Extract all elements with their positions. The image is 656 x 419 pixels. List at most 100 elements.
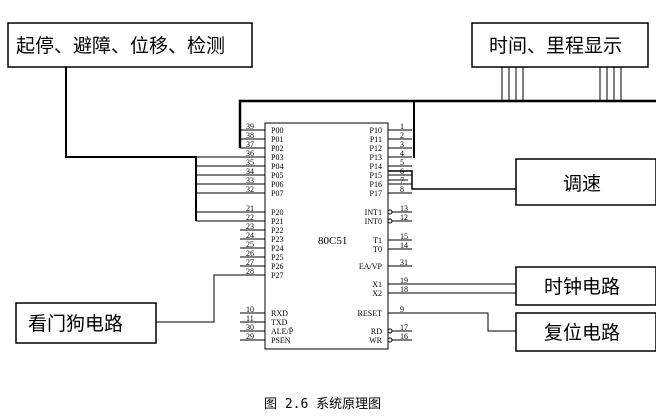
- pin-name: T0: [373, 245, 382, 254]
- right-pin: 13 INT1: [365, 204, 412, 217]
- speed-label: 调速: [563, 173, 601, 195]
- pin-name: RESET: [358, 309, 383, 318]
- pin-name: TXD: [271, 318, 288, 327]
- pin-name: P15: [370, 171, 382, 180]
- clock-label: 时钟电路: [544, 276, 620, 298]
- pin-bubble: [387, 328, 393, 334]
- pin-name: P14: [370, 162, 382, 171]
- speed-box: [515, 158, 656, 206]
- pin-number: 25: [246, 240, 254, 249]
- pin-number: 5: [400, 158, 404, 167]
- pin-number: 22: [246, 213, 254, 222]
- pin-name: P26: [271, 262, 283, 271]
- pin-number: 9: [400, 305, 404, 314]
- left-pin: 25 P24: [240, 240, 283, 253]
- start-stop-box: [7, 22, 253, 68]
- pin-number: 35: [246, 158, 254, 167]
- pin-name: P27: [271, 271, 283, 280]
- pin-number: 3: [400, 140, 404, 149]
- pin-name: P03: [271, 153, 283, 162]
- right-pin: 8 P17: [370, 185, 412, 198]
- left-pin: 35 P04: [240, 158, 283, 171]
- right-pin-group: 1P102P113P124P135P146P157P168P1713INT112…: [358, 122, 412, 345]
- start-stop-bus: [65, 67, 197, 221]
- pin-number: 26: [246, 249, 254, 258]
- figure-caption: 图 2.6 系统原理图: [264, 397, 381, 412]
- pin-number: 14: [400, 241, 408, 250]
- pin-number: 11: [246, 314, 254, 323]
- pin-number: 28: [246, 267, 254, 276]
- pin-name: P06: [271, 180, 283, 189]
- chip-body: [264, 122, 389, 350]
- pin-name: P16: [370, 180, 382, 189]
- reset-box: [515, 312, 656, 352]
- pin-name: PSEN: [271, 336, 291, 345]
- reset-wire: [388, 312, 516, 332]
- pin-bubble: [387, 209, 393, 215]
- left-pin: 36 P03: [240, 149, 283, 162]
- pin-number: 31: [400, 258, 408, 267]
- time-mileage-box: [471, 22, 649, 68]
- pin-number: 33: [246, 176, 254, 185]
- pin-number: 23: [246, 222, 254, 231]
- pin-number: 16: [400, 332, 408, 341]
- pin-name: INT1: [365, 208, 382, 217]
- pin-name: X2: [372, 289, 382, 298]
- pin-number: 13: [400, 204, 408, 213]
- pin-name: P07: [271, 189, 283, 198]
- watchdog-label: 看门狗电路: [28, 313, 123, 335]
- pin-bubble: [387, 218, 393, 224]
- pin-name: P10: [370, 126, 382, 135]
- pin-name: P11: [370, 135, 382, 144]
- watchdog-box: [15, 302, 157, 344]
- pin-name: EA/VP: [359, 262, 383, 271]
- right-pin: 9 RESET: [358, 305, 412, 318]
- pin-name: P17: [370, 189, 382, 198]
- right-pin: 3 P12: [370, 140, 412, 153]
- pin-name: P20: [271, 208, 283, 217]
- pin-name: P12: [370, 144, 382, 153]
- reset-label: 复位电路: [544, 322, 620, 344]
- pin-name: P23: [271, 235, 283, 244]
- speed-wire: [388, 170, 516, 190]
- pin-number: 19: [400, 276, 408, 285]
- pin-number: 18: [400, 285, 408, 294]
- left-pin: 11 TXD: [240, 314, 288, 327]
- right-pin: 1 P10: [370, 122, 412, 135]
- pin-name: P02: [271, 144, 283, 153]
- pin-name: P04: [271, 162, 283, 171]
- watchdog-wire: [156, 274, 265, 323]
- pin-name: P24: [271, 244, 283, 253]
- pin-name: WR: [369, 336, 383, 345]
- pin-number: 27: [246, 258, 254, 267]
- pin-name: P25: [271, 253, 283, 262]
- pin-number: 8: [400, 185, 404, 194]
- chip-name: 80C51: [318, 235, 347, 247]
- clock-box: [515, 266, 656, 306]
- pin-number: 1: [400, 122, 404, 131]
- pin-number: 10: [246, 305, 254, 314]
- pin-name: INT0: [365, 217, 382, 226]
- right-pin: 5 P14: [370, 158, 412, 171]
- pin-number: 34: [246, 167, 254, 176]
- left-pin: 26 P25: [240, 249, 283, 262]
- pin-number: 36: [246, 149, 254, 158]
- pin-number: 15: [400, 232, 408, 241]
- right-pin: 16 WR: [369, 332, 412, 345]
- speed-wire-3: [490, 157, 516, 171]
- pin-name: P21: [271, 217, 283, 226]
